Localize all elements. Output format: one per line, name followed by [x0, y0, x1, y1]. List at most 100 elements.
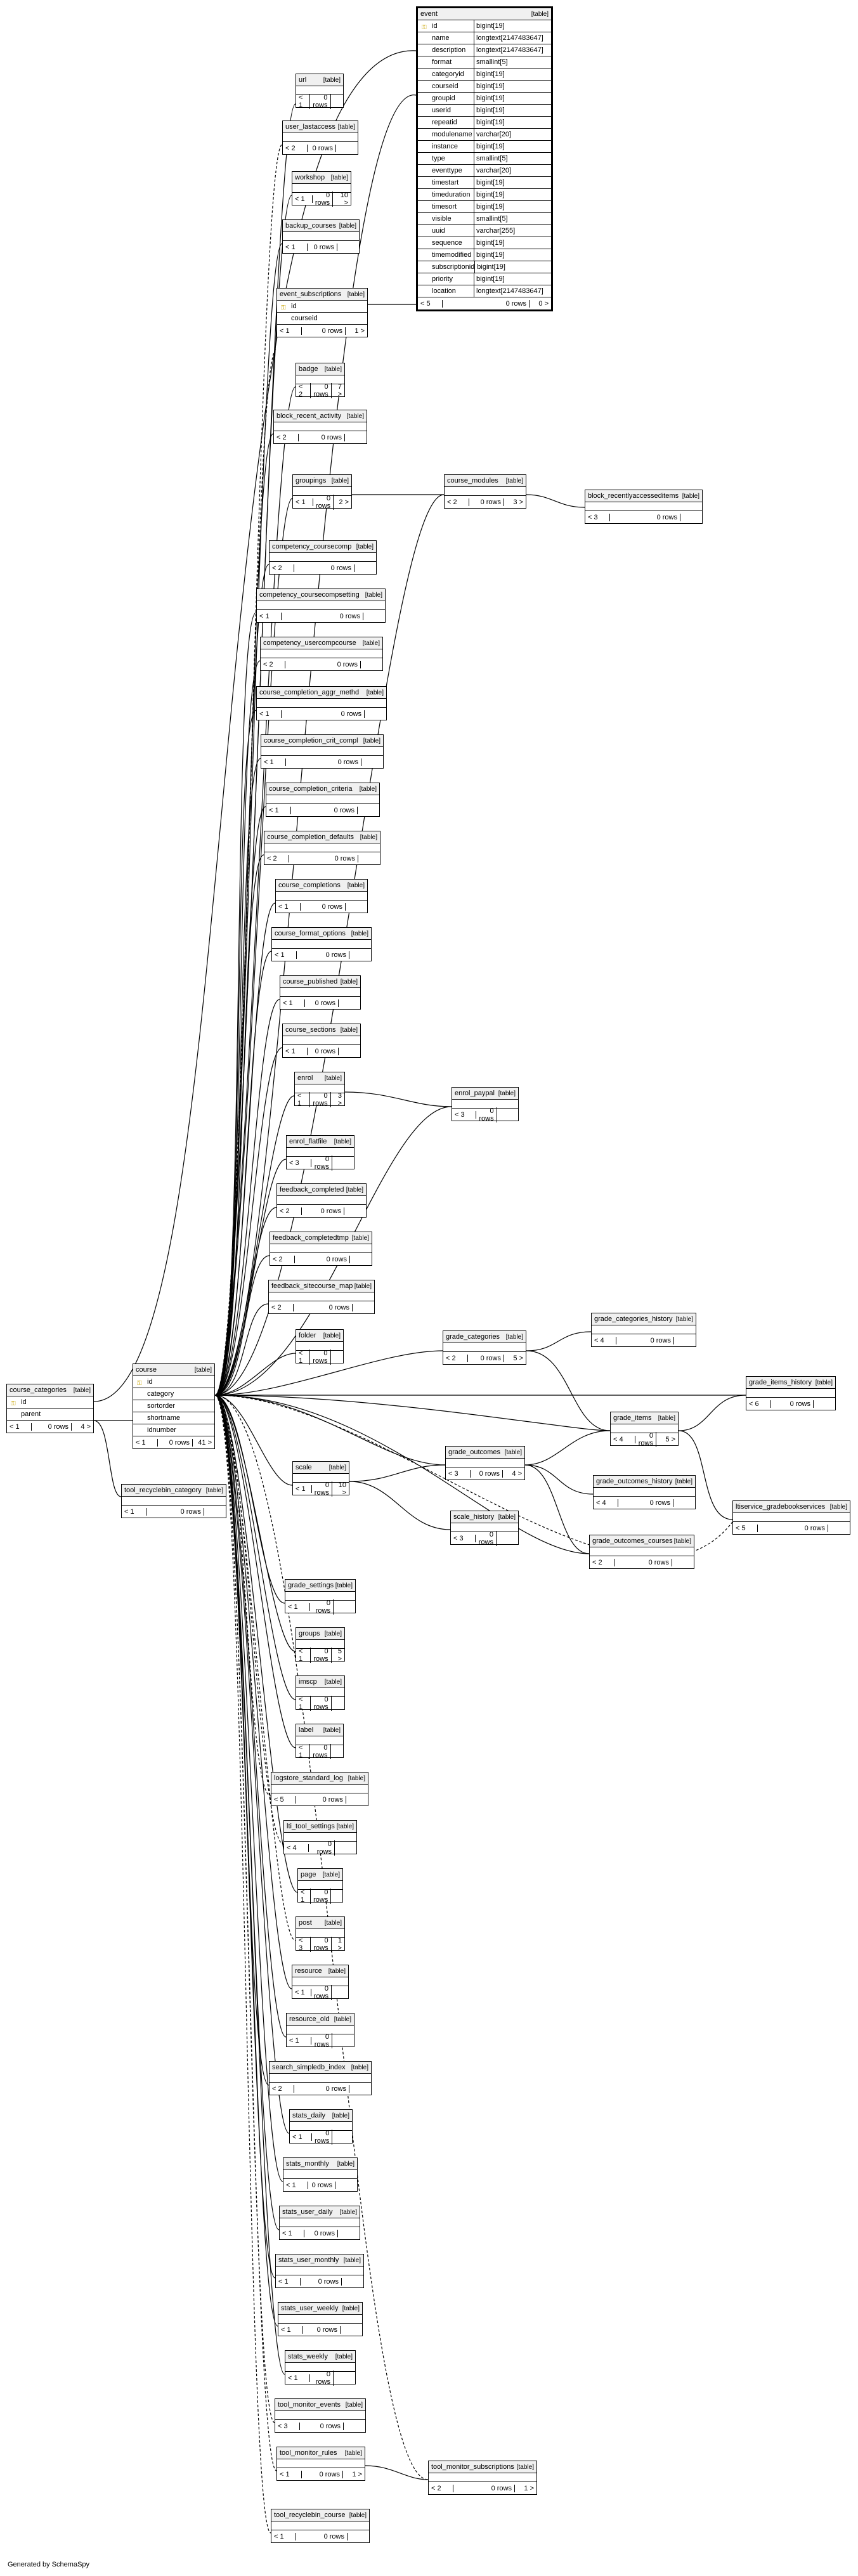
table-name[interactable]: competency_usercompcourse [263, 639, 356, 647]
parents-count[interactable]: < 1 [292, 195, 313, 203]
parents-count[interactable]: < 3 [452, 1110, 477, 1119]
children-count[interactable]: 7 > [337, 382, 342, 398]
parents-count[interactable]: < 2 [261, 660, 285, 668]
table-name[interactable]: backup_courses [285, 222, 337, 230]
children-count[interactable]: 5 > [337, 1647, 342, 1663]
parents-count[interactable]: < 1 [285, 1603, 310, 1611]
parents-count[interactable]: < 2 [274, 433, 299, 441]
column-row[interactable]: ⚿id [277, 301, 367, 313]
parents-count[interactable]: < 2 [296, 382, 311, 398]
parents-count[interactable]: < 1 [293, 1485, 312, 1493]
column-row[interactable]: sortorder [133, 1400, 214, 1412]
table-name[interactable]: enrol_paypal [455, 1090, 495, 1097]
children-count[interactable]: 1 > [352, 2470, 362, 2478]
parents-count[interactable]: < 1 [271, 2532, 296, 2540]
parents-count[interactable]: < 2 [264, 854, 289, 862]
table-name[interactable]: grade_categories [446, 1333, 500, 1341]
parents-count[interactable]: < 1 [280, 2229, 304, 2237]
table-name[interactable]: grade_items [613, 1414, 652, 1422]
table-name[interactable]: block_recentlyaccesseditems [588, 492, 679, 500]
parents-count[interactable]: < 5 [733, 1524, 758, 1532]
parents-count[interactable]: < 1 [285, 2374, 310, 2382]
children-count[interactable]: 2 > [339, 498, 349, 506]
parents-count[interactable]: < 3 [451, 1534, 476, 1542]
table-name[interactable]: course_published [283, 978, 338, 986]
column-row[interactable]: ⚿id [133, 1376, 214, 1388]
parents-count[interactable]: < 4 [594, 1499, 618, 1507]
table-name[interactable]: stats_user_daily [282, 2208, 333, 2216]
table-name[interactable]: course [136, 1366, 157, 1374]
parents-count[interactable]: < 1 [280, 999, 305, 1007]
table-name[interactable]: ltiservice_gradebookservices [736, 1503, 826, 1511]
table-name[interactable]: grade_categories_history [594, 1315, 673, 1323]
children-count[interactable]: 3 > [513, 498, 523, 506]
parents-count[interactable]: < 1 [277, 2470, 302, 2478]
column-row[interactable]: idnumber [133, 1424, 214, 1436]
table-name[interactable]: resource_old [289, 2015, 330, 2023]
table-name[interactable]: grade_outcomes [448, 1448, 500, 1456]
column-row[interactable]: courseid [277, 313, 367, 325]
table-name[interactable]: grade_outcomes_courses [592, 1537, 673, 1545]
table-name[interactable]: course_format_options [275, 930, 346, 937]
parents-count[interactable]: < 1 [122, 1507, 146, 1516]
parents-count[interactable]: < 3 [446, 1469, 471, 1478]
table-name[interactable]: grade_outcomes_history [596, 1478, 673, 1485]
table-name[interactable]: logstore_standard_log [274, 1774, 343, 1782]
table-name[interactable]: badge [299, 365, 318, 373]
parents-count[interactable]: < 3 [275, 2422, 300, 2430]
table-name[interactable]: page [301, 1871, 316, 1878]
parents-count[interactable]: < 1 [295, 1091, 311, 1107]
parents-count[interactable]: < 3 [585, 513, 610, 521]
parents-count[interactable]: < 1 [296, 1349, 311, 1365]
table-name[interactable]: feedback_completed [280, 1186, 344, 1194]
parents-count[interactable]: < 1 [287, 2036, 311, 2045]
parents-count[interactable]: < 2 [443, 1354, 468, 1362]
parents-count[interactable]: < 2 [277, 1207, 302, 1215]
table-name[interactable]: tool_monitor_rules [280, 2449, 337, 2457]
column-row[interactable]: shortname [133, 1412, 214, 1424]
table-name[interactable]: event_subscriptions [280, 290, 342, 298]
table-name[interactable]: user_lastaccess [285, 123, 335, 131]
parents-count[interactable]: < 4 [284, 1844, 309, 1852]
parents-count[interactable]: < 1 [283, 2181, 308, 2189]
parents-count[interactable]: < 5 [418, 299, 443, 308]
children-count[interactable]: 1 > [524, 2484, 534, 2492]
